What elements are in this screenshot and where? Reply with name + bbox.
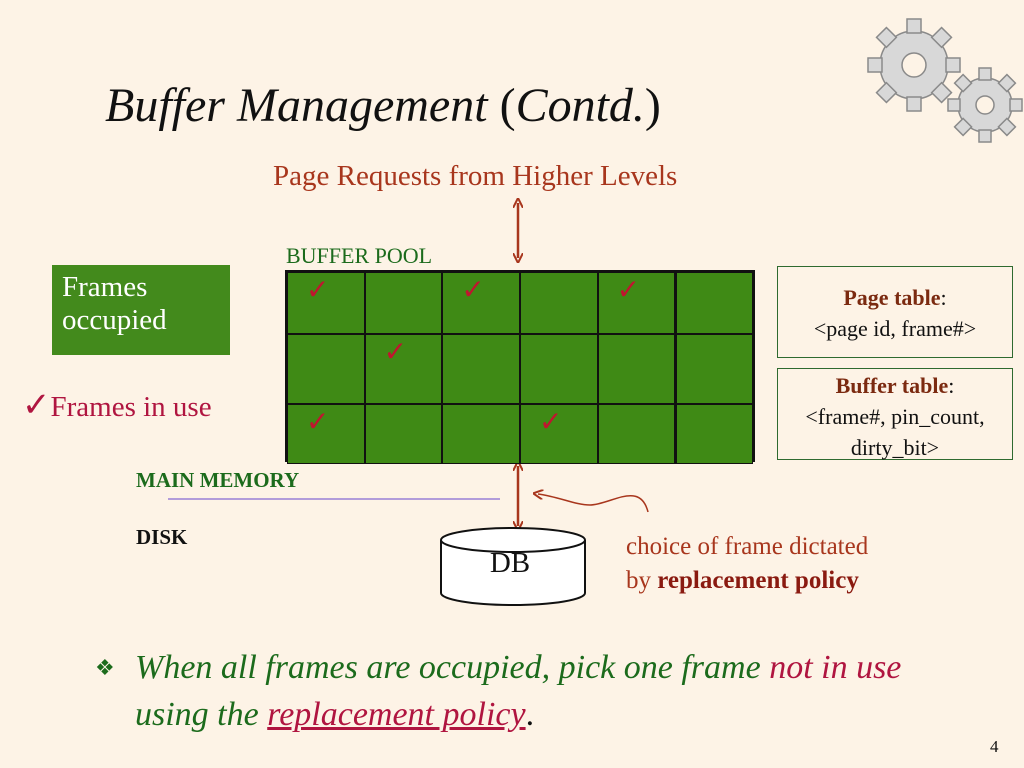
buffer-frame <box>519 334 598 404</box>
buffer-frame <box>442 334 520 404</box>
buffer-frame <box>675 404 753 464</box>
page-requests-label: Page Requests from Higher Levels <box>273 160 678 192</box>
frames-in-use-legend: ✓Frames in use <box>22 387 212 424</box>
buffer-frame <box>287 334 365 404</box>
check-icon: ✓ <box>383 337 408 368</box>
check-icon: ✓ <box>461 275 485 306</box>
slide-title: Buffer Management (Contd.) <box>105 79 661 132</box>
buffer-frame <box>442 404 520 464</box>
page-table-box: Page table: <page id, frame#> <box>777 266 1013 358</box>
page-number: 4 <box>990 737 999 756</box>
buffer-frame: ✓ <box>364 334 443 404</box>
replacement-policy-note: choice of frame dictated by replacement … <box>626 533 869 594</box>
check-icon: ✓ <box>22 387 51 424</box>
buffer-frame <box>519 272 598 334</box>
check-icon: ✓ <box>306 275 330 306</box>
main-memory-label: MAIN MEMORY <box>136 468 300 492</box>
buffer-pool-label: BUFFER POOL <box>286 243 433 268</box>
diamond-bullet-icon: ❖ <box>95 655 115 680</box>
bullet-point: ❖ When all frames are occupied, pick one… <box>95 649 902 733</box>
buffer-frame <box>597 334 676 404</box>
check-icon: ✓ <box>306 407 330 438</box>
frames-occupied-legend: Frames occupied <box>52 265 230 355</box>
buffer-table-box: Buffer table: <frame#, pin_count, dirty_… <box>777 368 1013 460</box>
buffer-frame: ✓ <box>519 404 598 464</box>
policy-arrow <box>538 494 649 513</box>
buffer-frame: ✓ <box>287 272 365 334</box>
buffer-frame <box>364 404 443 464</box>
buffer-frame <box>675 334 753 404</box>
buffer-frame: ✓ <box>287 404 365 464</box>
check-icon: ✓ <box>616 275 641 306</box>
check-icon: ✓ <box>538 407 563 438</box>
buffer-frame <box>675 272 753 334</box>
db-label: DB <box>489 547 531 579</box>
buffer-frame: ✓ <box>442 272 520 334</box>
db-cylinder-icon <box>440 527 586 606</box>
gears-icon <box>867 18 1023 143</box>
buffer-frame <box>597 404 676 464</box>
disk-label: DISK <box>136 525 188 549</box>
buffer-frame <box>364 272 443 334</box>
buffer-pool-grid: ✓ ✓ ✓ ✓ ✓ ✓ <box>285 270 755 464</box>
buffer-frame: ✓ <box>597 272 676 334</box>
